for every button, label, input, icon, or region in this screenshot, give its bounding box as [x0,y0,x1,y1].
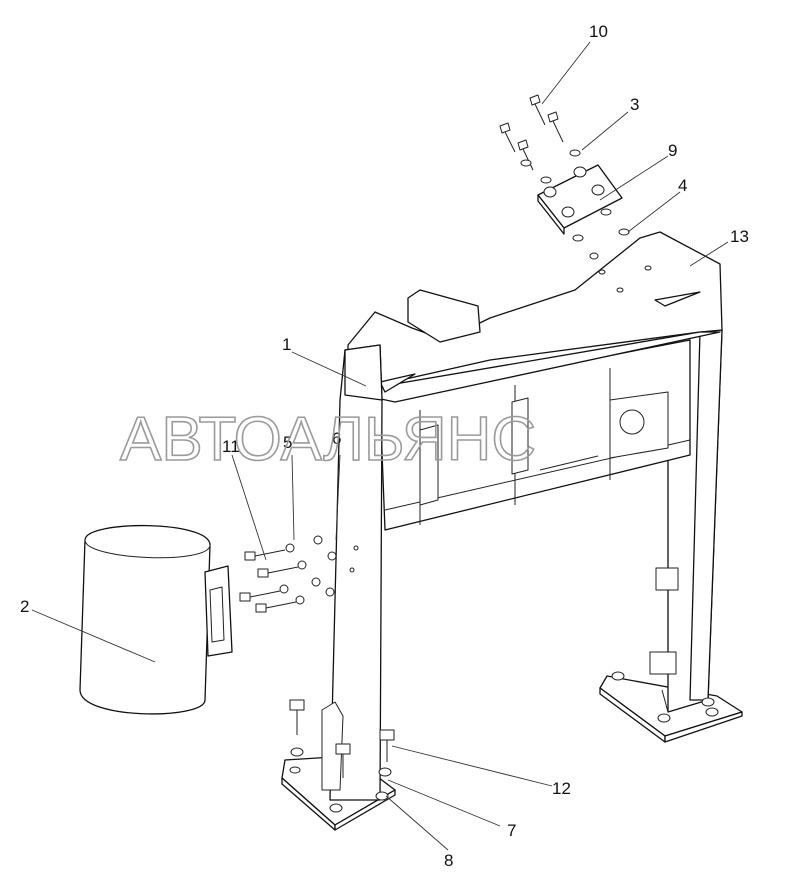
callout-5: 5 [283,433,292,452]
side-fasteners [239,535,359,613]
top-fasteners [499,94,652,293]
callout-2: 2 [20,597,29,616]
callout-12: 12 [552,779,571,798]
left-leg [281,344,396,831]
callout-1: 1 [282,335,291,354]
bottom-fasteners [289,699,395,778]
callout-4: 4 [678,176,687,195]
callout-8: 8 [444,851,453,870]
watermark-text: АВТОАЛЬЯНС [120,405,536,474]
leader-lines [31,41,729,851]
callout-7: 7 [507,821,516,840]
top-bar [347,231,723,403]
callout-9: 9 [668,141,677,160]
callout-11: 11 [222,437,240,456]
callout-10: 10 [589,22,608,41]
callout-6: 6 [332,429,341,448]
callout-3: 3 [630,95,639,114]
callout-13: 13 [730,227,749,246]
top-bracket [537,164,623,235]
callout-labels: 10 3 9 4 13 1 2 11 5 6 12 7 8 [20,22,749,870]
cylinder-tank [79,524,233,715]
